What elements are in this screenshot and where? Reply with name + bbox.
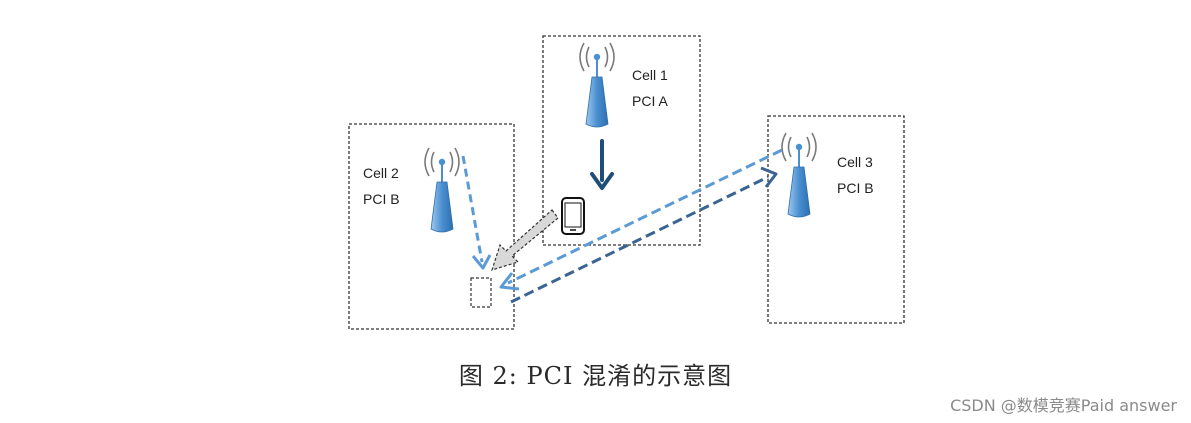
cell-1-name: Cell 1 [632, 67, 668, 83]
phone-icon [561, 197, 585, 235]
cell-3-pci: PCI B [837, 180, 874, 196]
cell-3-box [767, 115, 905, 324]
cell-tower-icon [579, 42, 615, 128]
moved-phone-placeholder [470, 277, 492, 308]
cell-3-signal-arrow [499, 148, 783, 291]
cell-tower-icon [424, 147, 460, 233]
uplink-arrow [510, 166, 778, 304]
cell-2-pci: PCI B [363, 191, 400, 207]
cell-tower-icon [781, 132, 817, 218]
watermark: CSDN @数模竞赛Paid answer [950, 396, 1177, 415]
cell-2-signal-arrow [461, 155, 492, 270]
pci-confusion-diagram: Cell 1 PCI A Cell 2 PCI B Cell 3 PCI B [348, 35, 905, 330]
figure-caption: 图 2: PCI 混淆的示意图 [458, 362, 733, 390]
cell-1-pci: PCI A [632, 93, 668, 109]
downlink-arrow [590, 139, 614, 190]
cell-2-box [348, 123, 515, 330]
cell-1-box [542, 35, 701, 246]
cell-2-name: Cell 2 [363, 165, 399, 181]
cell-3-name: Cell 3 [837, 154, 873, 170]
movement-arrow [491, 209, 559, 271]
